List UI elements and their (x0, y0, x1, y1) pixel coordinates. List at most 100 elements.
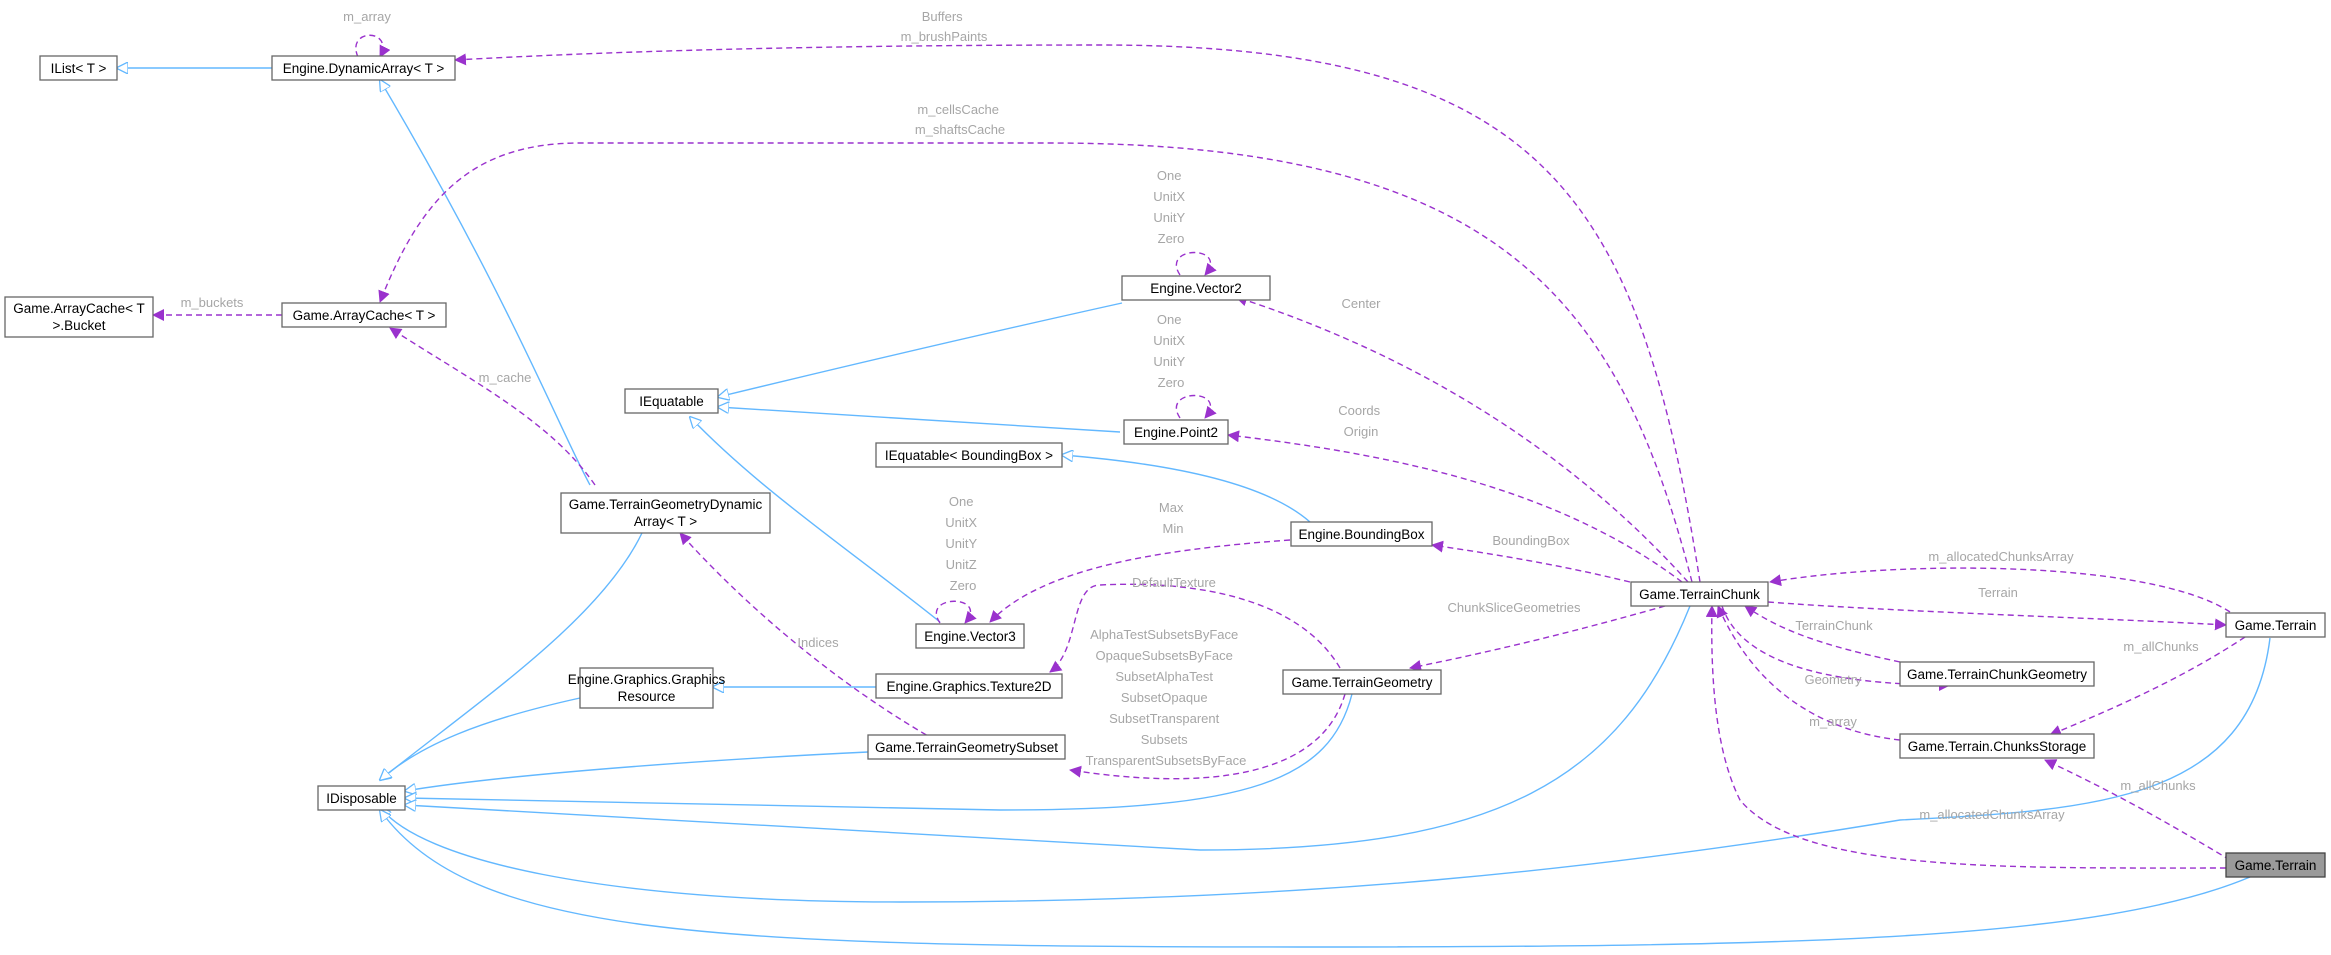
node-arraycache[interactable]: Game.ArrayCache< T > (281, 302, 447, 328)
svg-text:Engine.Vector2: Engine.Vector2 (1150, 281, 1242, 296)
label-cellscache: m_cellsCache m_shaftsCache (915, 102, 1005, 137)
edge-terrainchunk-tgeometry (1409, 605, 1666, 672)
node-point2[interactable]: Engine.Point2 (1123, 419, 1229, 445)
edge-chunksstorage-terrainchunk (1716, 605, 1901, 741)
edge-terrainchunk-arraycache (378, 142, 1693, 583)
edge-vector3-self (935, 600, 977, 624)
svg-text:Game.ArrayCache< T >: Game.ArrayCache< T > (293, 308, 436, 323)
node-idisposable[interactable]: IDisposable (317, 785, 406, 811)
edge-graphicsres-idisposable (380, 697, 581, 780)
svg-text:Engine.Point2: Engine.Point2 (1134, 425, 1218, 440)
svg-text:IDisposable: IDisposable (326, 791, 397, 806)
label-point2-self: One UnitX UnitY Zero (1153, 312, 1188, 390)
label-defaulttexture: DefaultTexture (1132, 575, 1216, 590)
edge-tgsubset-tgda (679, 532, 936, 741)
node-graphics-resource[interactable]: Engine.Graphics.Graphics Resource (568, 667, 726, 709)
label-vector2-self: One UnitX UnitY Zero (1153, 168, 1188, 246)
label-allocated-1: m_allocatedChunksArray (1928, 549, 2074, 564)
svg-text:Engine.DynamicArray< T >: Engine.DynamicArray< T > (283, 61, 445, 76)
node-terrain-chunk[interactable]: Game.TerrainChunk (1630, 581, 1769, 607)
node-arraycache-bucket[interactable]: Game.ArrayCache< T >.Bucket (4, 296, 154, 338)
label-m-buckets: m_buckets (181, 295, 244, 310)
node-terrain-geometry-dynamic-array[interactable]: Game.TerrainGeometryDynamic Array< T > (560, 492, 771, 534)
edge-tgda-idisposable (380, 532, 643, 780)
edges (117, 34, 2271, 948)
edge-tgeometry-texture2d (1049, 583, 1341, 673)
edge-tgeometry-idisposable (405, 693, 1353, 811)
label-indices: Indices (797, 635, 839, 650)
edge-tgeometry-tgsubset (1069, 693, 1346, 780)
label-chunkslice: ChunkSliceGeometries (1448, 600, 1581, 615)
node-terrain[interactable]: Game.Terrain (2225, 612, 2326, 638)
svg-text:Game.Terrain.ChunksStorage: Game.Terrain.ChunksStorage (1908, 739, 2087, 754)
node-vector3[interactable]: Engine.Vector3 (915, 623, 1025, 649)
edge-terrain1-idisposable (380, 637, 2271, 903)
svg-text:>.Bucket: >.Bucket (53, 318, 106, 333)
edge-tcgeometry-terrainchunk (1744, 605, 1901, 663)
edge-point2-self (1175, 394, 1217, 419)
label-m-array-2: m_array (1809, 714, 1857, 729)
svg-text:IEquatable: IEquatable (639, 394, 704, 409)
node-terrain-current[interactable]: Game.Terrain (2225, 852, 2326, 878)
label-coords: Coords Origin (1338, 403, 1384, 439)
edge-terrain2-terrainchunk (1705, 605, 2227, 869)
label-terrainchunk: TerrainChunk (1795, 618, 1873, 633)
svg-text:Game.ArrayCache< T: Game.ArrayCache< T (13, 301, 144, 316)
edge-terrainchunk-idisposable (405, 605, 1691, 851)
svg-text:Engine.Vector3: Engine.Vector3 (924, 629, 1016, 644)
edge-terrainchunk-tcgeometry (1721, 605, 1951, 691)
label-allchunks-1: m_allChunks (2123, 639, 2199, 654)
label-geometry: Geometry (1804, 672, 1862, 687)
node-boundingbox[interactable]: Engine.BoundingBox (1290, 521, 1433, 547)
node-terrain-geometry[interactable]: Game.TerrainGeometry (1282, 669, 1442, 695)
edge-tgsubset-idisposable (405, 751, 869, 791)
edge-terrainchunk-bbox (1431, 540, 1631, 583)
edge-terrain1-terrainchunk (1769, 567, 2231, 613)
label-allchunks-2: m_allChunks (2120, 778, 2196, 793)
node-texture2d[interactable]: Engine.Graphics.Texture2D (875, 673, 1063, 699)
label-boundingbox: BoundingBox (1492, 533, 1570, 548)
label-vector3-self: One UnitX UnitY UnitZ Zero (945, 494, 980, 593)
svg-text:IEquatable< BoundingBox >: IEquatable< BoundingBox > (885, 448, 1053, 463)
svg-text:Game.TerrainChunkGeometry: Game.TerrainChunkGeometry (1907, 667, 2087, 682)
node-terrain-chunk-geometry[interactable]: Game.TerrainChunkGeometry (1899, 661, 2095, 687)
svg-text:Engine.BoundingBox: Engine.BoundingBox (1298, 527, 1424, 542)
edge-terrainchunk-dynarray (454, 44, 1701, 583)
svg-text:Engine.Graphics.Graphics: Engine.Graphics.Graphics (568, 672, 726, 687)
node-vector2[interactable]: Engine.Vector2 (1121, 275, 1271, 301)
label-m-cache: m_cache (479, 370, 532, 385)
label-maxmin: Max Min (1159, 500, 1187, 536)
edge-terrain2-idisposable (380, 810, 2251, 948)
svg-text:IList< T >: IList< T > (51, 61, 107, 76)
edge-vector2-iequatable (718, 302, 1123, 397)
svg-text:Game.Terrain: Game.Terrain (2235, 618, 2317, 633)
node-terrain-geometry-subset[interactable]: Game.TerrainGeometrySubset (867, 734, 1066, 760)
svg-text:Array< T >: Array< T > (634, 514, 697, 529)
edge-bbox-iequatablebb (1062, 455, 1311, 523)
svg-text:Game.TerrainGeometryDynamic: Game.TerrainGeometryDynamic (569, 497, 763, 512)
edge-vector2-self (1175, 251, 1217, 276)
node-ilist[interactable]: IList< T > (39, 55, 118, 81)
label-m-array-self: m_array (343, 9, 391, 24)
node-chunks-storage[interactable]: Game.Terrain.ChunksStorage (1899, 733, 2095, 759)
edge-dynarray-self (355, 34, 391, 58)
label-terrain: Terrain (1978, 585, 2018, 600)
edge-bbox-vector3 (989, 539, 1291, 623)
node-iequatable[interactable]: IEquatable (624, 388, 719, 414)
svg-text:Game.TerrainGeometrySubset: Game.TerrainGeometrySubset (875, 740, 1058, 755)
svg-text:Engine.Graphics.Texture2D: Engine.Graphics.Texture2D (886, 679, 1051, 694)
label-buffers: Buffers m_brushPaints (901, 9, 988, 44)
node-dynamic-array[interactable]: Engine.DynamicArray< T > (271, 55, 456, 81)
edge-vector3-iequatable (690, 417, 941, 623)
edge-point2-iequatable (718, 407, 1121, 433)
node-iequatable-boundingbox[interactable]: IEquatable< BoundingBox > (875, 442, 1063, 468)
label-subsets: AlphaTestSubsetsByFace OpaqueSubsetsByFa… (1086, 627, 1247, 768)
edge-terrain2-chunksstorage (2044, 759, 2231, 861)
nodes: IList< T > Engine.DynamicArray< T > Game… (4, 55, 2326, 878)
label-center: Center (1341, 296, 1381, 311)
edge-tgda-dynarray (380, 80, 591, 486)
edge-tgda-arraycache (389, 327, 596, 486)
edge-terrainchunk-terrain1 (1767, 601, 2227, 631)
svg-text:Game.Terrain: Game.Terrain (2235, 858, 2317, 873)
